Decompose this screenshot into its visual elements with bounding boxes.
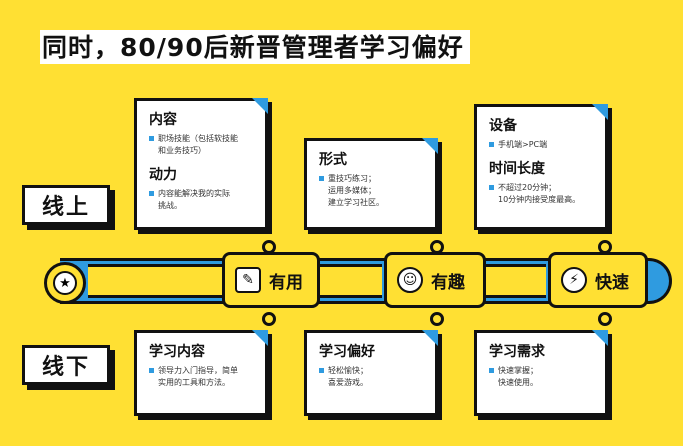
medal-icon: ★ [44,262,86,304]
card-text: 10分钟内接受度最高。 [498,195,581,204]
online-tag: 线上 [22,185,110,225]
offline-tag: 线下 [22,345,110,385]
card-text: 职场技能（包括软技能 [149,133,255,145]
card-corner-accent [422,330,438,346]
card-corner-accent [422,138,438,154]
lightning-icon: ⚡ [561,267,587,293]
timeline-stripe [486,264,546,298]
card-text: 手机端>PC端 [489,139,595,151]
card-text: 快速使用。 [498,378,538,387]
card-heading: 学习偏好 [319,344,375,360]
timeline-node-useful: ✎ 有用 [222,252,320,308]
timeline-stripe [320,264,382,298]
card-heading: 动力 [149,167,177,183]
timeline-stripe [88,264,222,298]
timeline-node-fast: ⚡ 快速 [548,252,648,308]
card-text: 挑战。 [158,201,182,210]
card-heading: 学习内容 [149,344,205,360]
card-heading: 设备 [489,118,517,134]
online-card-content: 内容 职场技能（包括软技能 和业务技巧） 动力 内容能解决我的实际 挑战。 [134,98,268,230]
card-text: 运用多媒体； [328,186,376,195]
card-text: 重技巧练习； [319,173,425,185]
offline-card-need: 学习需求 快速掌握； 快速使用。 [474,330,608,416]
online-card-device: 设备 手机端>PC端 时间长度 不超过20分钟； 10分钟内接受度最高。 [474,104,608,230]
card-heading: 时间长度 [489,161,545,177]
card-text: 轻松愉快； [319,365,425,377]
smile-icon: ☺ [397,267,423,293]
card-text: 和业务技巧） [158,146,206,155]
card-text: 快速掌握； [489,365,595,377]
connector-knob [598,312,612,326]
card-corner-accent [252,330,268,346]
timeline-node-fun: ☺ 有趣 [384,252,486,308]
card-text: 喜爱游戏。 [328,378,368,387]
star-icon: ★ [53,271,77,295]
node-label: 快速 [595,272,629,293]
connector-knob [430,312,444,326]
card-text: 不超过20分钟； [489,182,595,194]
card-text: 建立学习社区。 [328,198,384,207]
card-text: 领导力入门指导，简单 [149,365,255,377]
card-heading: 学习需求 [489,344,545,360]
offline-card-content: 学习内容 领导力入门指导，简单 实用的工具和方法。 [134,330,268,416]
card-text: 实用的工具和方法。 [158,378,230,387]
card-heading: 内容 [149,112,177,128]
node-label: 有趣 [431,272,465,293]
card-corner-accent [252,98,268,114]
page-title: 同时，80/90后新晋管理者学习偏好 [40,30,470,64]
connector-knob [262,312,276,326]
card-text: 内容能解决我的实际 [149,188,255,200]
checklist-icon: ✎ [235,267,261,293]
node-label: 有用 [269,272,303,293]
card-corner-accent [592,330,608,346]
offline-card-preference: 学习偏好 轻松愉快； 喜爱游戏。 [304,330,438,416]
online-card-format: 形式 重技巧练习； 运用多媒体； 建立学习社区。 [304,138,438,230]
card-heading: 形式 [319,152,347,168]
card-corner-accent [592,104,608,120]
